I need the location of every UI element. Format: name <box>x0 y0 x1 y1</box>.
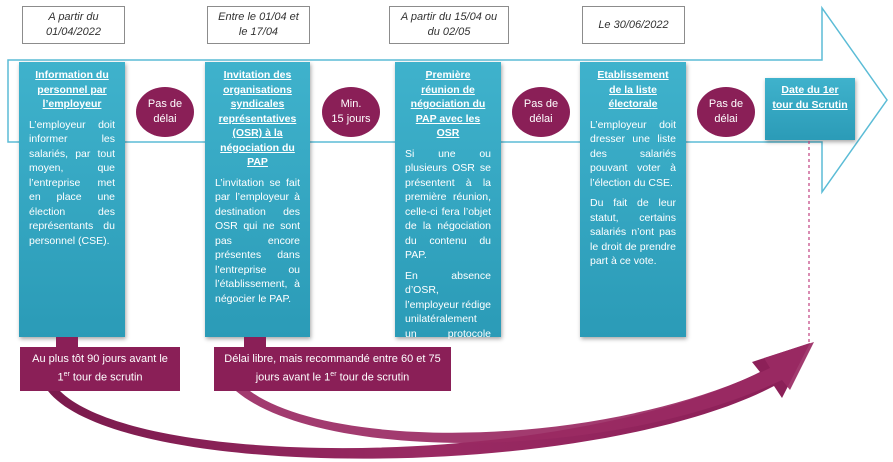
step-title: Information du personnel par l’employeur <box>35 69 109 110</box>
step-title: Etablissement de la liste électorale <box>597 69 669 110</box>
step-premiere-reunion: Première réunion de négociation du PAP a… <box>395 62 501 354</box>
delay-bubble-4: Pas de délai <box>697 87 755 137</box>
band-text: Délai libre, mais recommandé entre 60 et… <box>224 353 441 384</box>
step-title: Invitation des organisations syndicales … <box>218 69 297 168</box>
band-text: Au plus tôt 90 jours avant le 1er tour d… <box>32 353 168 384</box>
date-box-3: A partir du 15/04 ou du 02/05 <box>389 6 509 44</box>
delay-band-2: Délai libre, mais recommandé entre 60 et… <box>214 347 451 391</box>
step-text: L’employeur doit dresser une liste des s… <box>590 118 676 189</box>
step-title: Première réunion de négociation du PAP a… <box>410 69 486 139</box>
date-box-1: A partir du 01/04/2022 <box>22 6 125 44</box>
step-invitation-osr: Invitation des organisations syndicales … <box>205 62 310 337</box>
step-title: Date du 1er tour du Scrutin <box>772 84 848 111</box>
delay-band-1: Au plus tôt 90 jours avant le 1er tour d… <box>20 347 180 391</box>
step-text: L’employeur doit informer les salariés, … <box>29 118 115 247</box>
delay-bubble-2: Min. 15 jours <box>322 87 380 137</box>
date-box-4: Le 30/06/2022 <box>582 6 685 44</box>
date-box-2: Entre le 01/04 et le 17/04 <box>207 6 310 44</box>
delay-bubble-1: Pas de délai <box>136 87 194 137</box>
step-date-premier-tour: Date du 1er tour du Scrutin <box>765 78 855 140</box>
step-text: L’invitation se fait par l’employeur à d… <box>215 176 300 305</box>
step-text: En absence d’OSR, l’employeur rédige uni… <box>405 269 491 355</box>
step-information-personnel: Information du personnel par l’employeur… <box>19 62 125 337</box>
step-text: Du fait de leur statut, certains salarié… <box>590 197 676 267</box>
step-text: Si une ou plusieurs OSR se présentent à … <box>405 147 491 262</box>
delay-bubble-3: Pas de délai <box>512 87 570 137</box>
step-liste-electorale: Etablissement de la liste électorale L’e… <box>580 62 686 337</box>
